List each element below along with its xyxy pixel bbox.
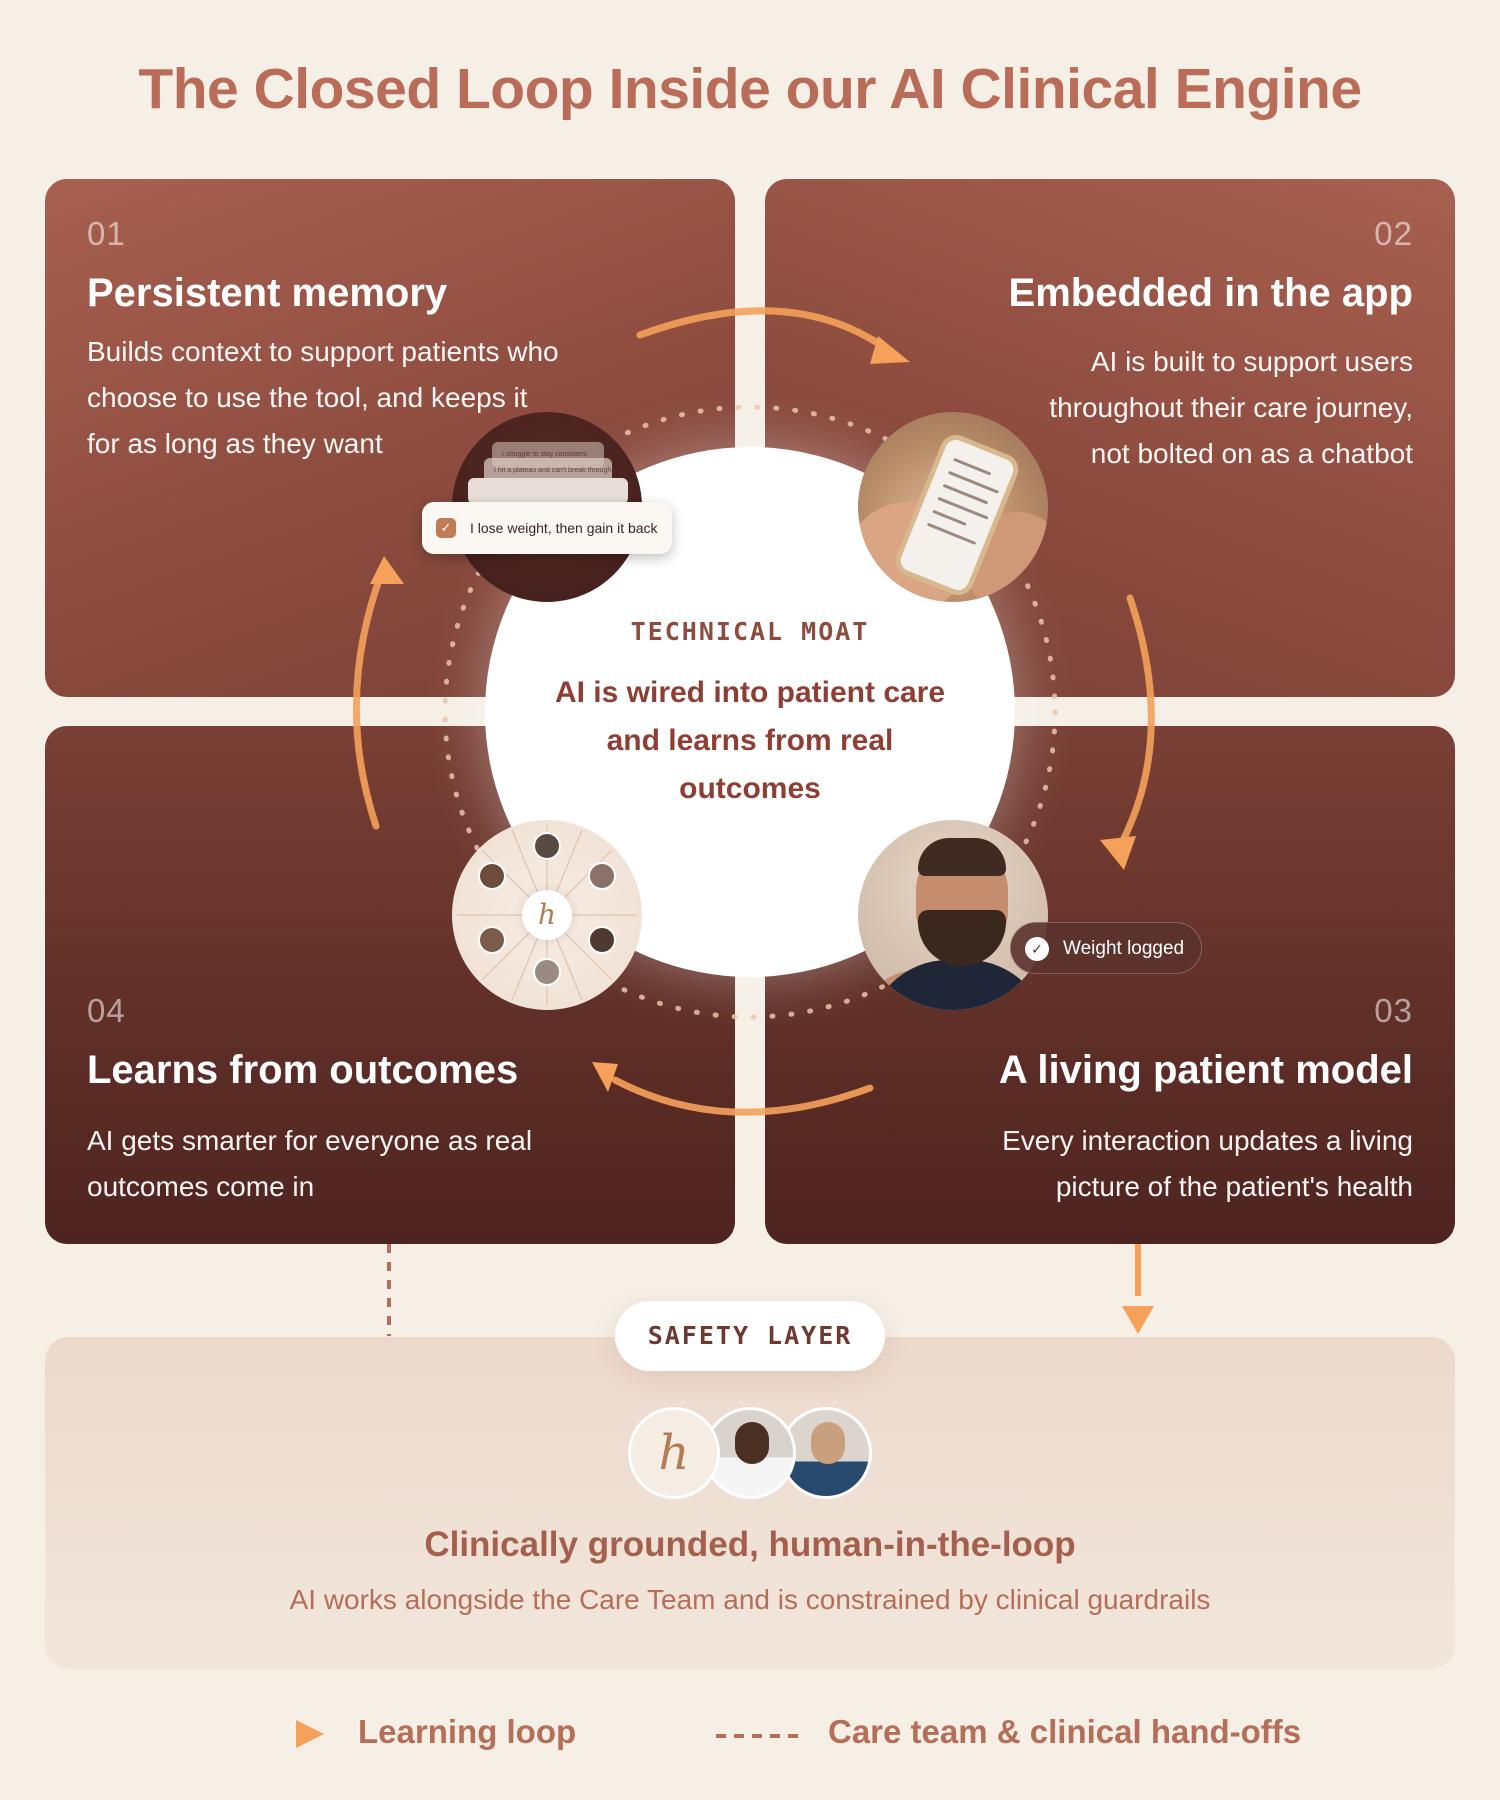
check-icon: ✓ bbox=[436, 518, 456, 538]
card-title: Embedded in the app bbox=[1008, 271, 1413, 315]
patient-hair bbox=[918, 838, 1006, 876]
card-title: Persistent memory bbox=[87, 271, 448, 315]
phone-text-line bbox=[932, 509, 967, 526]
avatar bbox=[588, 926, 616, 954]
avatar bbox=[533, 832, 561, 860]
phone-in-hand-image bbox=[858, 412, 1048, 602]
patient-beard bbox=[918, 910, 1006, 966]
memory-entry-shadow bbox=[468, 478, 628, 504]
card-description: Builds context to support patients who c… bbox=[87, 336, 559, 459]
avatar bbox=[478, 926, 506, 954]
avatar bbox=[533, 958, 561, 986]
safety-description: AI works alongside the Care Team and is … bbox=[289, 1584, 1211, 1615]
memory-pill-text: I lose weight, then gain it back bbox=[470, 520, 658, 536]
arrow-icon bbox=[1122, 1306, 1154, 1334]
card-number: 04 bbox=[87, 992, 126, 1029]
patient-photo bbox=[858, 820, 1048, 1010]
weight-logged-text: Weight logged bbox=[1063, 938, 1185, 959]
phone-text-line bbox=[926, 522, 977, 545]
safety-layer-label: SAFETY LAYER bbox=[615, 1301, 885, 1371]
card-number: 01 bbox=[87, 215, 126, 252]
safety-title: Clinically grounded, human-in-the-loop bbox=[424, 1525, 1076, 1564]
weight-logged-pill: ✓ Weight logged bbox=[1010, 922, 1202, 974]
brand-logo: h bbox=[628, 1407, 720, 1499]
arrow-icon bbox=[296, 1720, 324, 1748]
brand-logo: h bbox=[522, 890, 572, 940]
phone-text-line bbox=[953, 457, 992, 476]
check-icon: ✓ bbox=[1025, 937, 1049, 961]
card-description: AI is built to support users throughout … bbox=[1049, 346, 1413, 469]
card-description: AI gets smarter for everyone as real out… bbox=[87, 1125, 533, 1202]
moat-label: TECHNICAL MOAT bbox=[630, 617, 870, 646]
legend-learning-loop: Learning loop bbox=[358, 1713, 577, 1750]
avatar bbox=[588, 862, 616, 890]
card-title: Learns from outcomes bbox=[87, 1048, 519, 1092]
page-title: The Closed Loop Inside our AI Clinical E… bbox=[138, 57, 1362, 121]
card-title: A living patient model bbox=[998, 1048, 1413, 1092]
moat-text: AI is wired into patient care and learns… bbox=[554, 676, 946, 805]
safety-layer-panel bbox=[45, 1337, 1455, 1669]
card-number: 02 bbox=[1374, 215, 1413, 252]
legend-care-team: Care team & clinical hand-offs bbox=[828, 1713, 1302, 1750]
card-number: 03 bbox=[1374, 992, 1413, 1029]
avatar bbox=[478, 862, 506, 890]
clinician-face bbox=[811, 1422, 845, 1464]
outcomes-network: h bbox=[452, 820, 642, 1010]
clinician-face bbox=[735, 1422, 769, 1464]
card-description: Every interaction updates a living pictu… bbox=[1002, 1125, 1413, 1202]
memory-pill: ✓ I lose weight, then gain it back bbox=[422, 502, 672, 554]
